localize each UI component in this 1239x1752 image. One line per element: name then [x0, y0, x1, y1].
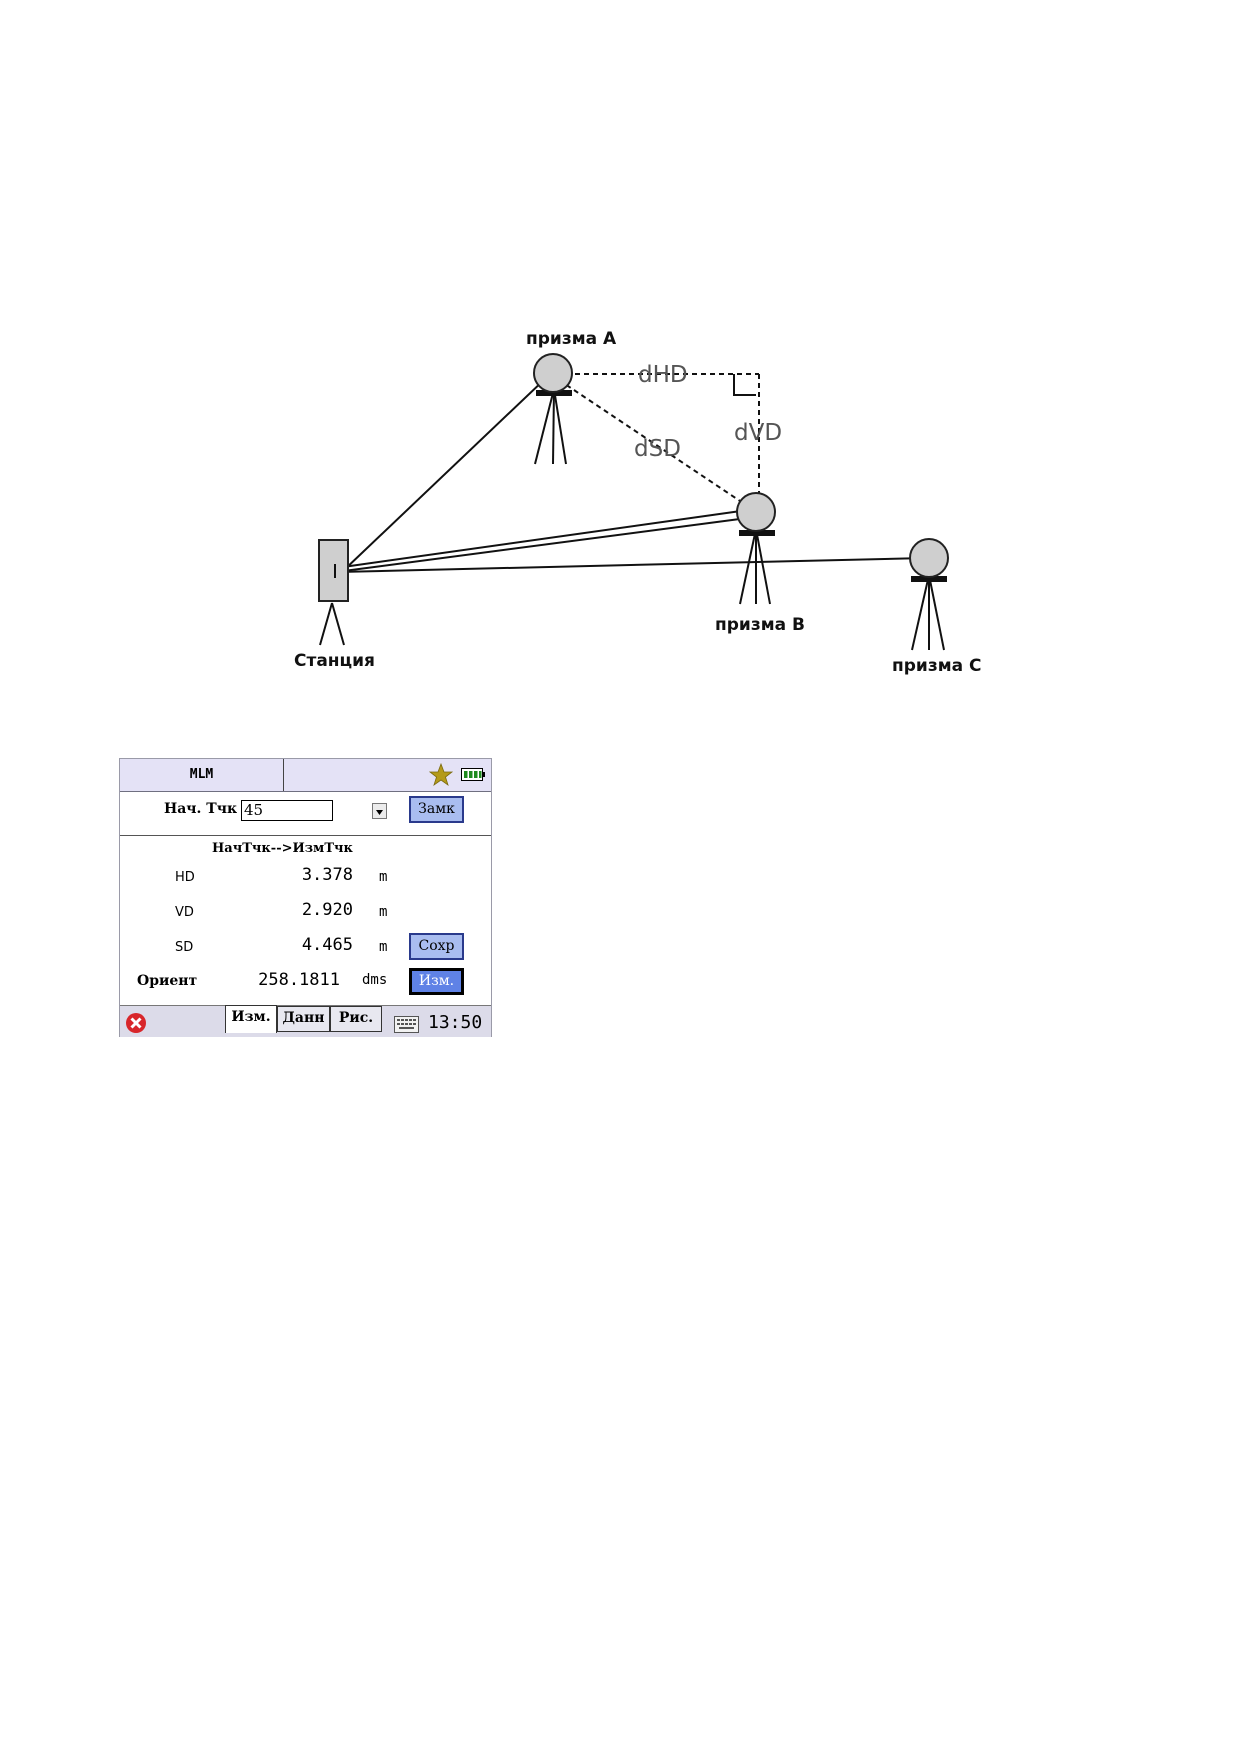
station-icon: [318, 539, 349, 646]
right-angle-mark: [733, 374, 756, 396]
save-button[interactable]: Сохр: [409, 933, 464, 960]
hd-unit: m: [379, 869, 388, 885]
prism-a-label: призма А: [526, 329, 617, 349]
hd-label: HD: [175, 870, 195, 885]
prism-c-label: призма С: [892, 656, 981, 676]
tab-measure[interactable]: Изм.: [225, 1005, 277, 1033]
sight-line-a: [342, 377, 547, 572]
sight-line-b2: [335, 516, 756, 573]
sd-unit: m: [379, 939, 388, 955]
vd-unit: m: [379, 904, 388, 920]
dvd-label: dVD: [734, 420, 782, 446]
device-screen: MLM Нач. Тчк 45 Замк НачТчк-->ИзмТчк HD …: [119, 758, 492, 1037]
sd-value: 4.465: [301, 935, 353, 955]
app-title: MLM: [120, 759, 284, 791]
hd-value: 3.378: [301, 865, 353, 885]
title-bar: MLM: [120, 759, 491, 792]
battery-icon: [461, 768, 485, 781]
close-icon[interactable]: [125, 1012, 147, 1034]
clock: 13:50: [428, 1012, 483, 1033]
dhd-label: dHD: [638, 362, 688, 388]
star-icon[interactable]: [429, 763, 453, 787]
prism-b-label: призма В: [715, 615, 805, 635]
direction-header: НачТчк-->ИзмТчк: [212, 841, 353, 856]
start-point-row: Нач. Тчк: [120, 791, 491, 836]
sd-label: SD: [175, 940, 194, 955]
prism-a-icon: [533, 353, 573, 465]
keyboard-icon[interactable]: [394, 1016, 419, 1033]
measure-button[interactable]: Изм.: [409, 968, 464, 995]
orient-label: Ориент: [137, 973, 198, 989]
dsd-line: [558, 379, 753, 510]
sight-line-c: [337, 557, 927, 573]
start-point-input[interactable]: 45: [241, 800, 333, 821]
tab-drawing[interactable]: Рис.: [330, 1006, 382, 1032]
vd-value: 2.920: [301, 900, 353, 920]
lock-button[interactable]: Замк: [409, 796, 464, 823]
prism-c-icon: [909, 538, 949, 651]
sight-line-b: [335, 508, 756, 569]
station-label: Станция: [294, 651, 375, 671]
start-point-label: Нач. Тчк: [164, 801, 238, 817]
mlm-diagram: призма А призма В призма С Станция dHD d…: [294, 329, 981, 676]
orient-unit: dms: [362, 972, 388, 988]
taskbar: Изм. Данн Рис. 13:50: [120, 1005, 491, 1037]
tab-data[interactable]: Данн: [277, 1006, 330, 1032]
start-point-dropdown[interactable]: [372, 803, 387, 819]
orient-value: 258.1811: [258, 970, 340, 990]
vd-label: VD: [175, 905, 194, 920]
prism-b-icon: [736, 492, 776, 605]
chevron-down-icon: [376, 810, 383, 815]
dsd-label: dSD: [634, 436, 681, 462]
